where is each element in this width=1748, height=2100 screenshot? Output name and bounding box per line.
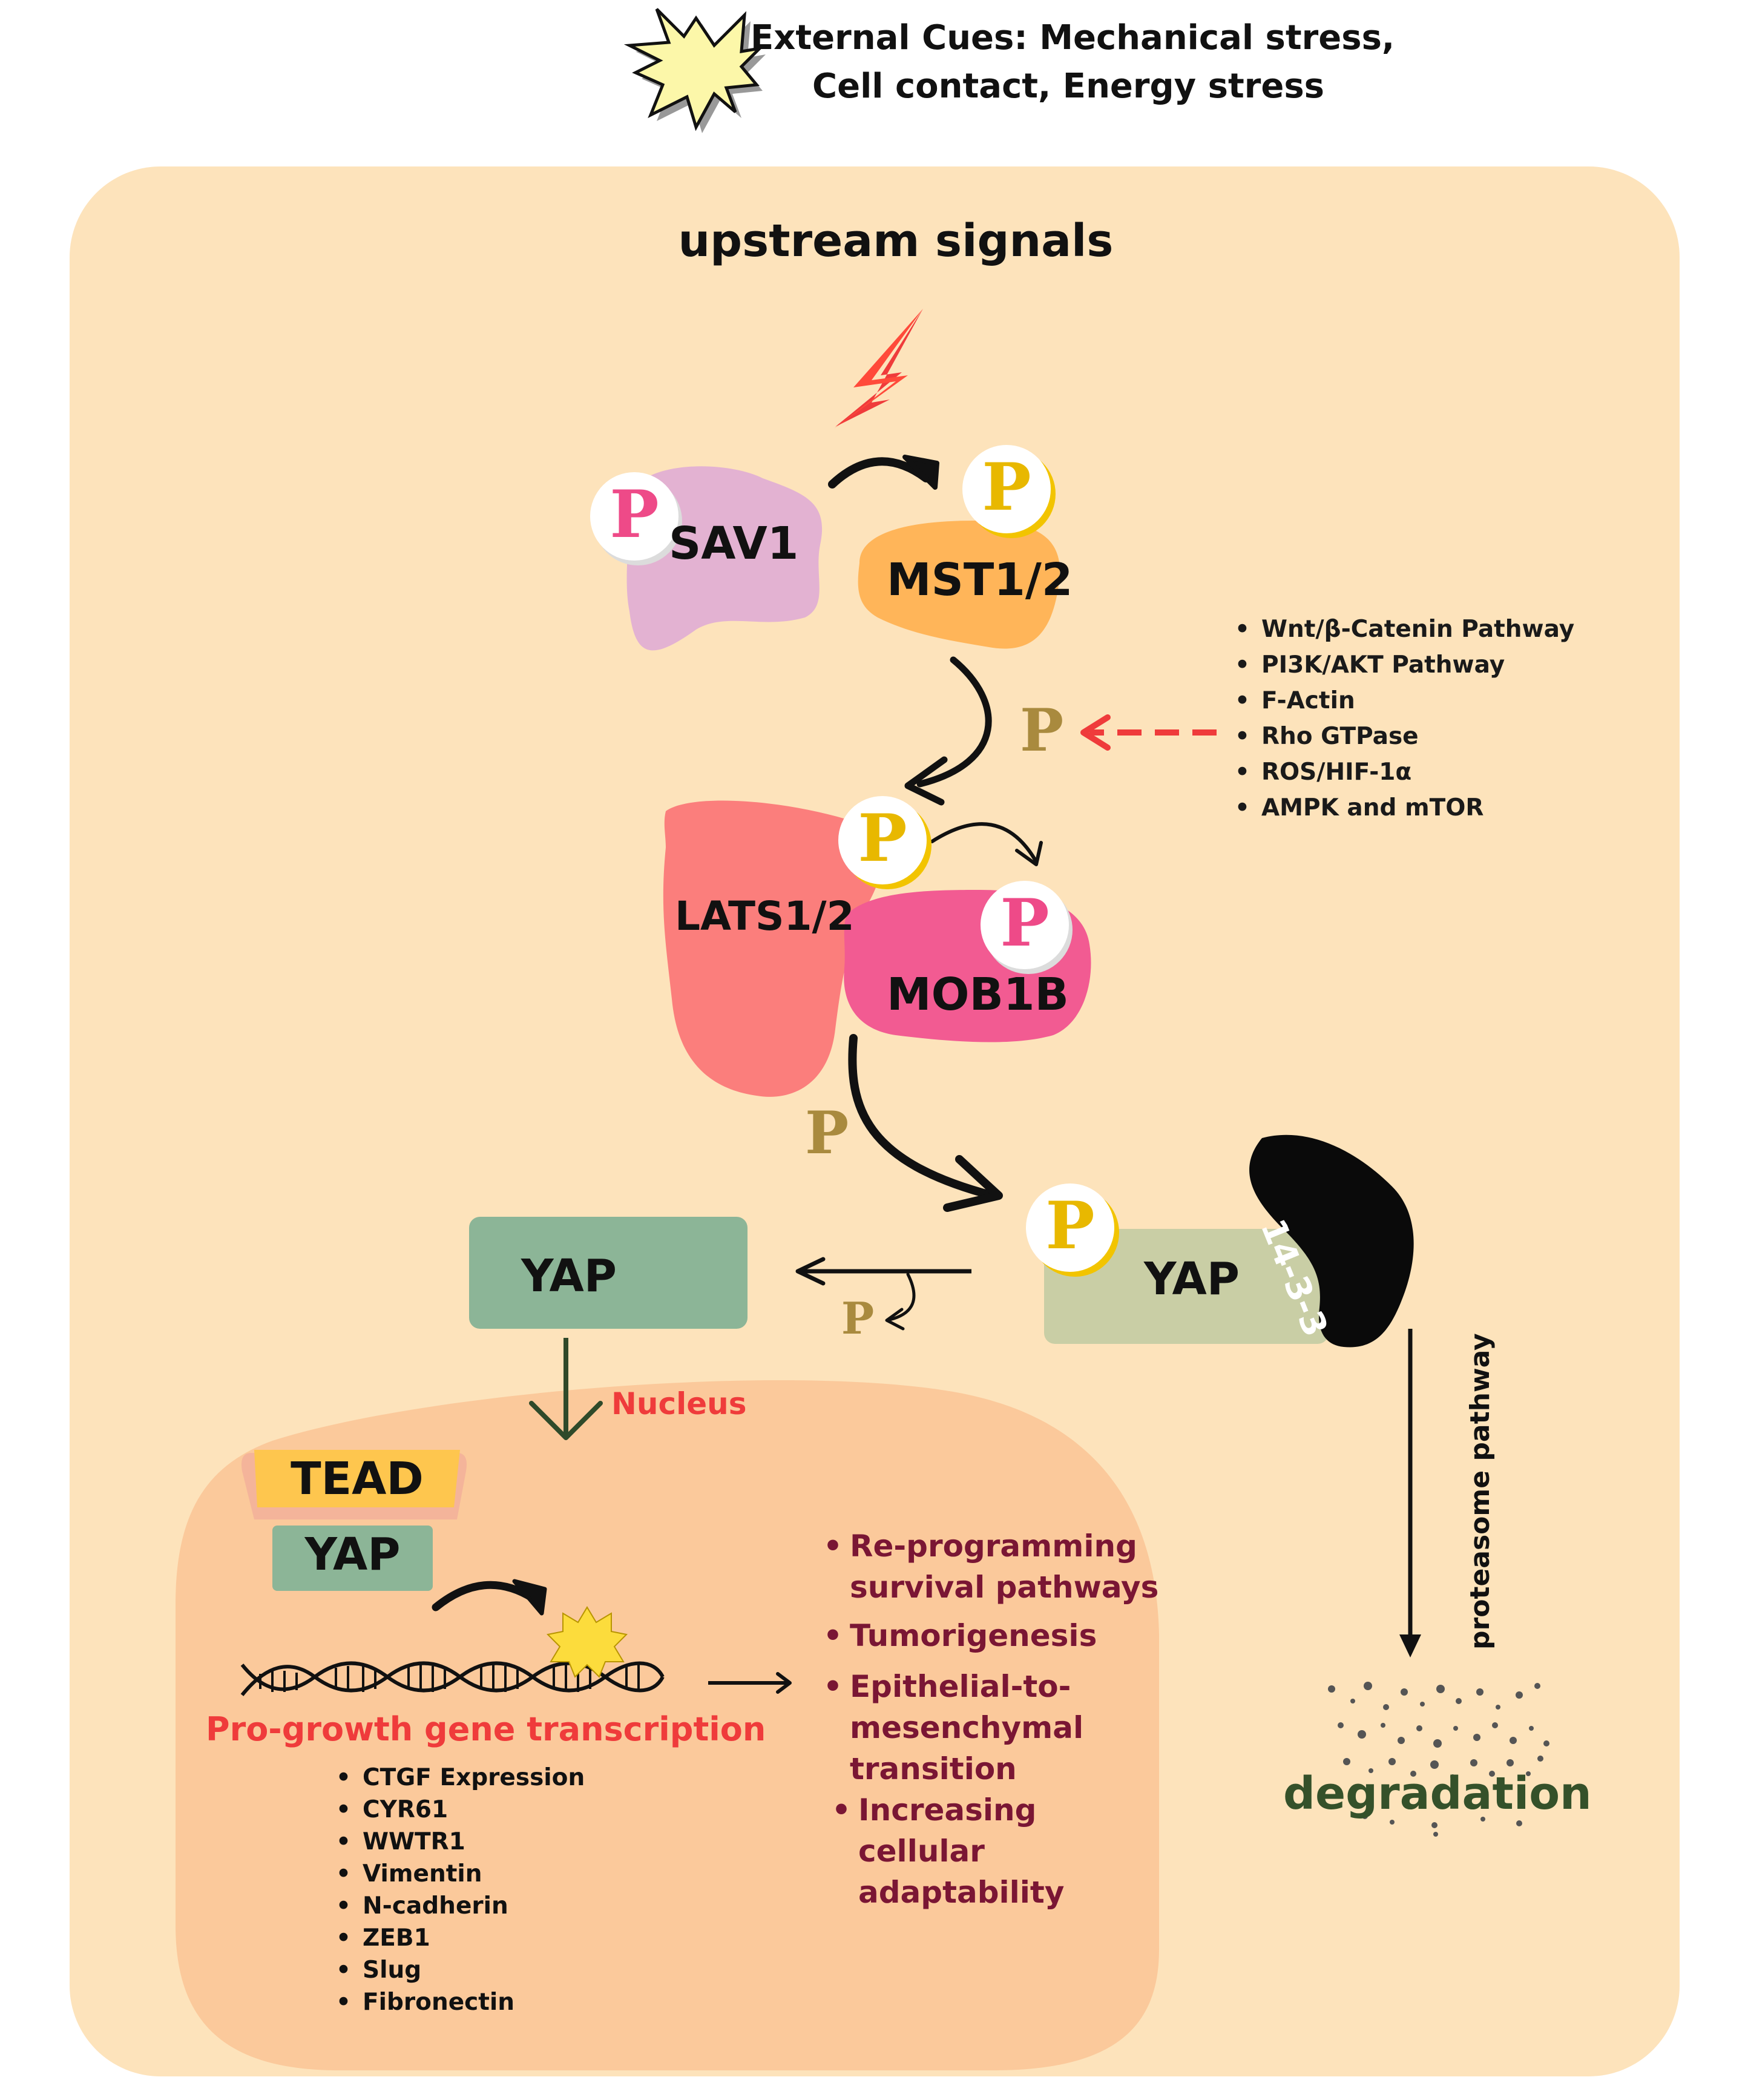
- dna-helix-icon: [240, 1661, 665, 1696]
- target-gene-item: N-cadherin: [336, 1890, 585, 1922]
- tead-label: TEAD: [291, 1453, 424, 1505]
- phosphorylation-mark-lower: P: [805, 1099, 849, 1167]
- outcome-line: Re-programming: [850, 1529, 1137, 1564]
- nucleus-label: Nucleus: [611, 1386, 747, 1421]
- external-cues-line1: External Cues: Mechanical stress,: [751, 18, 1395, 58]
- outcome-line: adaptability: [858, 1875, 1065, 1910]
- outcome-line: Epithelial-to-: [850, 1669, 1071, 1704]
- mob1b-label: MOB1B: [887, 969, 1069, 1021]
- regulator-item: Rho GTPase: [1235, 719, 1574, 754]
- outcome-line: survival pathways: [850, 1570, 1159, 1605]
- sav1-label: SAV1: [669, 518, 799, 570]
- regulator-item: AMPK and mTOR: [1235, 790, 1574, 826]
- outcome-item: Re-programming survival pathways: [823, 1526, 1159, 1608]
- lats-phospho-badge: P: [838, 796, 927, 884]
- target-gene-item: Slug: [336, 1954, 585, 1986]
- outcome-item: Tumorigenesis: [823, 1615, 1158, 1656]
- outcome-line: cellular: [858, 1834, 985, 1869]
- outcomes-list: Re-programming survival pathways Tumorig…: [823, 1526, 1158, 1913]
- outcome-line: transition: [850, 1751, 1017, 1786]
- proteasome-label: proteasome pathway: [1465, 1333, 1496, 1650]
- transcription-spark-icon: [546, 1606, 628, 1678]
- lightning-icon: [835, 309, 923, 427]
- mst-label: MST1/2: [887, 554, 1073, 606]
- degradation-label: degradation: [1283, 1768, 1592, 1820]
- outcome-line: mesenchymal: [850, 1710, 1084, 1745]
- yap-label: YAP: [521, 1250, 617, 1302]
- regulators-list: Wnt/β-Catenin Pathway PI3K/AKT Pathway F…: [1235, 611, 1574, 826]
- yap-nuclear-box: [272, 1526, 433, 1591]
- complex-1433-shape: [1249, 1134, 1414, 1348]
- target-genes-list: CTGF Expression CYR61 WWTR1 Vimentin N-c…: [336, 1762, 585, 2018]
- target-gene-item: CYR61: [336, 1794, 585, 1826]
- outcome-item: Increasing cellular adaptability: [832, 1789, 1158, 1913]
- dephosphorylation-mark: P: [841, 1292, 875, 1344]
- phosphorylation-mark-upper: P: [1020, 696, 1064, 765]
- lats-blob: [663, 800, 883, 1097]
- yap-phospho-badge: P: [1026, 1183, 1114, 1272]
- target-gene-item: CTGF Expression: [336, 1762, 585, 1794]
- yap-box: [469, 1217, 748, 1329]
- sav1-phospho-badge: P: [590, 472, 678, 561]
- mob1b-phospho-badge: P: [981, 881, 1069, 969]
- regulator-item: F-Actin: [1235, 683, 1574, 719]
- target-gene-item: Vimentin: [336, 1858, 585, 1890]
- yap-p-box: [1044, 1229, 1329, 1344]
- target-gene-item: WWTR1: [336, 1826, 585, 1858]
- lats-label: LATS1/2: [675, 893, 855, 940]
- target-gene-item: ZEB1: [336, 1922, 585, 1954]
- target-gene-item: Fibronectin: [336, 1986, 585, 2018]
- upstream-signals-title: upstream signals: [678, 215, 1114, 267]
- transcription-label: Pro-growth gene transcription: [206, 1710, 766, 1748]
- external-cue-burst-icon: [623, 8, 766, 133]
- outcome-line: Tumorigenesis: [850, 1618, 1097, 1653]
- outcome-item: Epithelial-to- mesenchymal transition: [823, 1666, 1158, 1789]
- regulator-item: PI3K/AKT Pathway: [1235, 647, 1574, 683]
- degradation-particles-icon: [1328, 1682, 1549, 1837]
- external-cues-line2: Cell contact, Energy stress: [812, 67, 1324, 106]
- regulator-item: Wnt/β-Catenin Pathway: [1235, 611, 1574, 647]
- mst-phospho-badge: P: [962, 445, 1051, 533]
- regulator-item: ROS/HIF-1α: [1235, 754, 1574, 790]
- yap-p-label: YAP: [1144, 1253, 1240, 1305]
- mst-blob: [858, 521, 1060, 649]
- outcome-line: Increasing: [858, 1792, 1037, 1828]
- yap-nuclear-label: YAP: [304, 1529, 401, 1581]
